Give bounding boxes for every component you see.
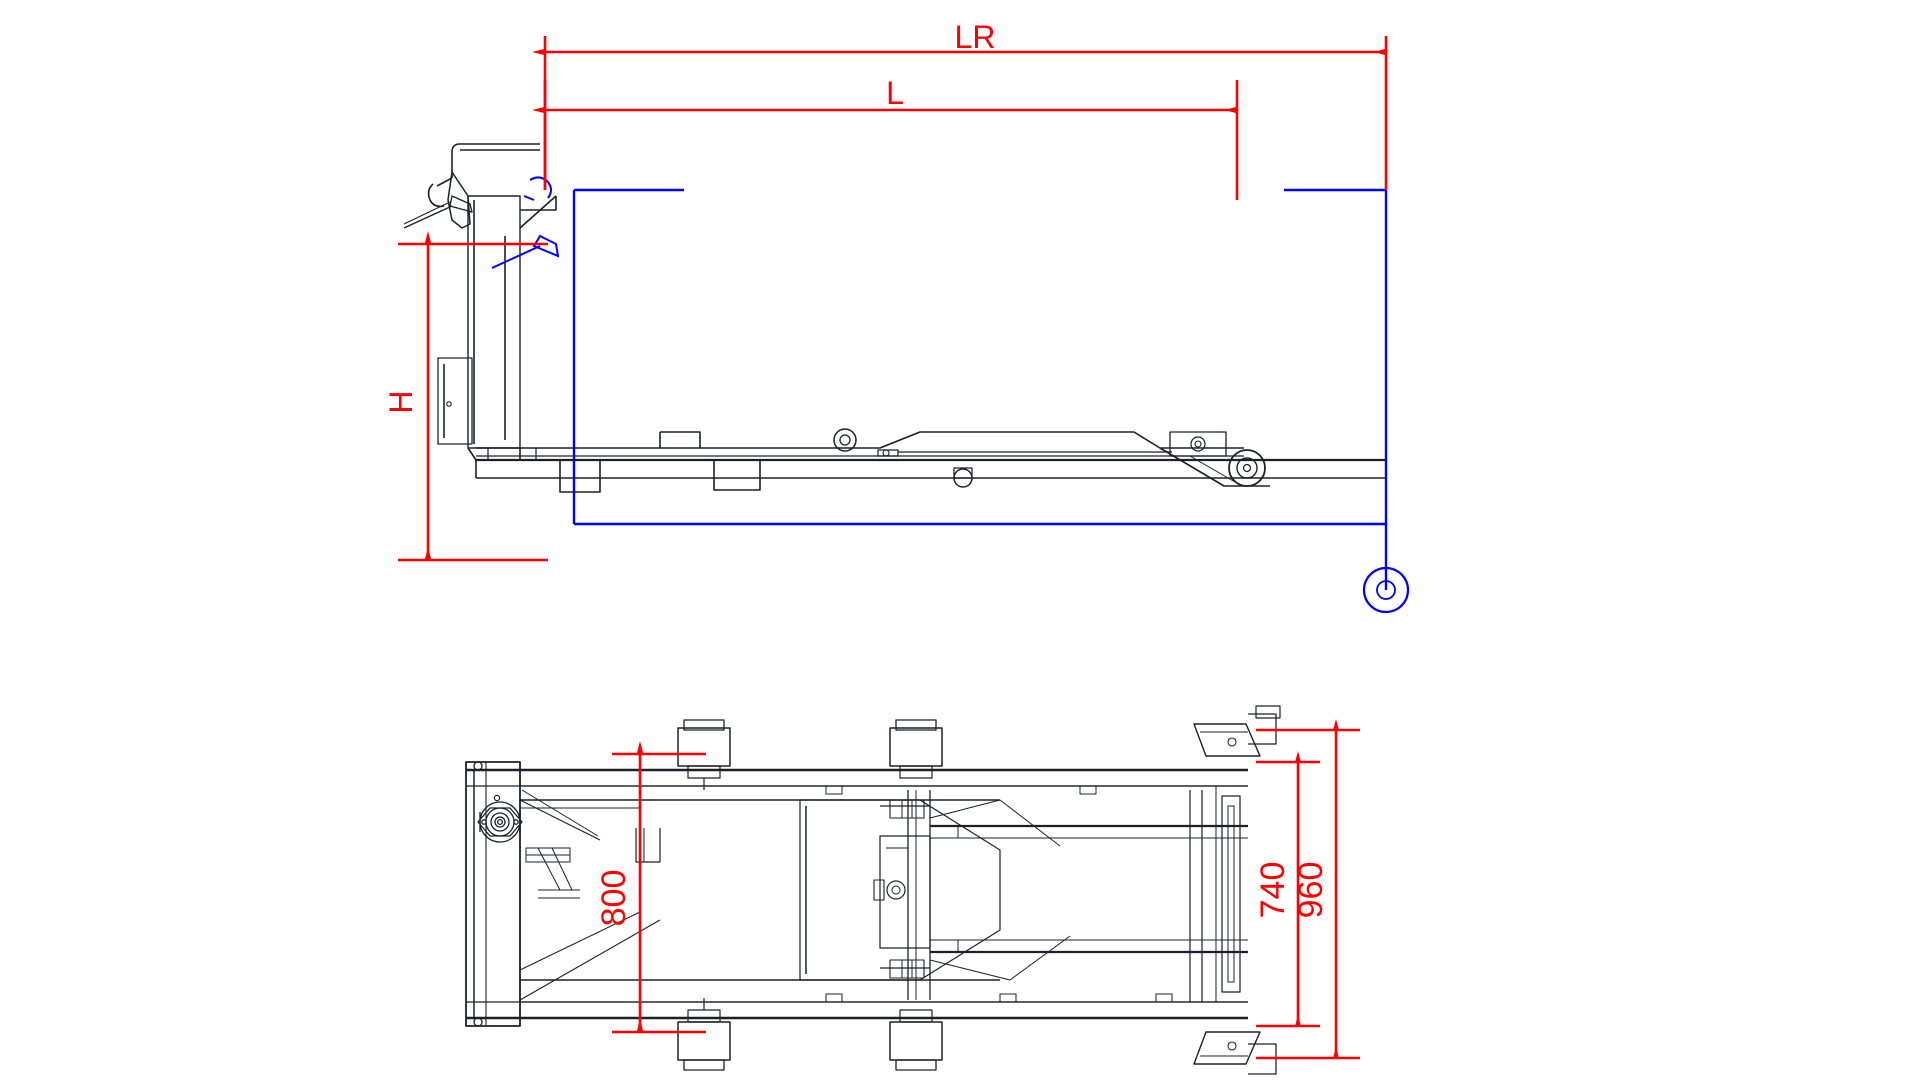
- side-view-dimensions: [398, 36, 1388, 562]
- side-view-tiller-overlay: [491, 176, 560, 269]
- dim-800-label: 800: [595, 870, 633, 927]
- dim-960-label: 960: [1292, 862, 1330, 919]
- dim-740-label: 740: [1254, 862, 1292, 919]
- dim-l-label: L: [886, 75, 904, 111]
- plan-view-dimensions: [612, 719, 1360, 1060]
- side-view-load-envelope-overlay: [572, 188, 1410, 614]
- side-view-machine-geometry: [403, 143, 1386, 493]
- dim-h-label: H: [383, 390, 419, 413]
- plan-view-machine-geometry: [465, 705, 1281, 1075]
- dim-lr-label: LR: [955, 19, 996, 55]
